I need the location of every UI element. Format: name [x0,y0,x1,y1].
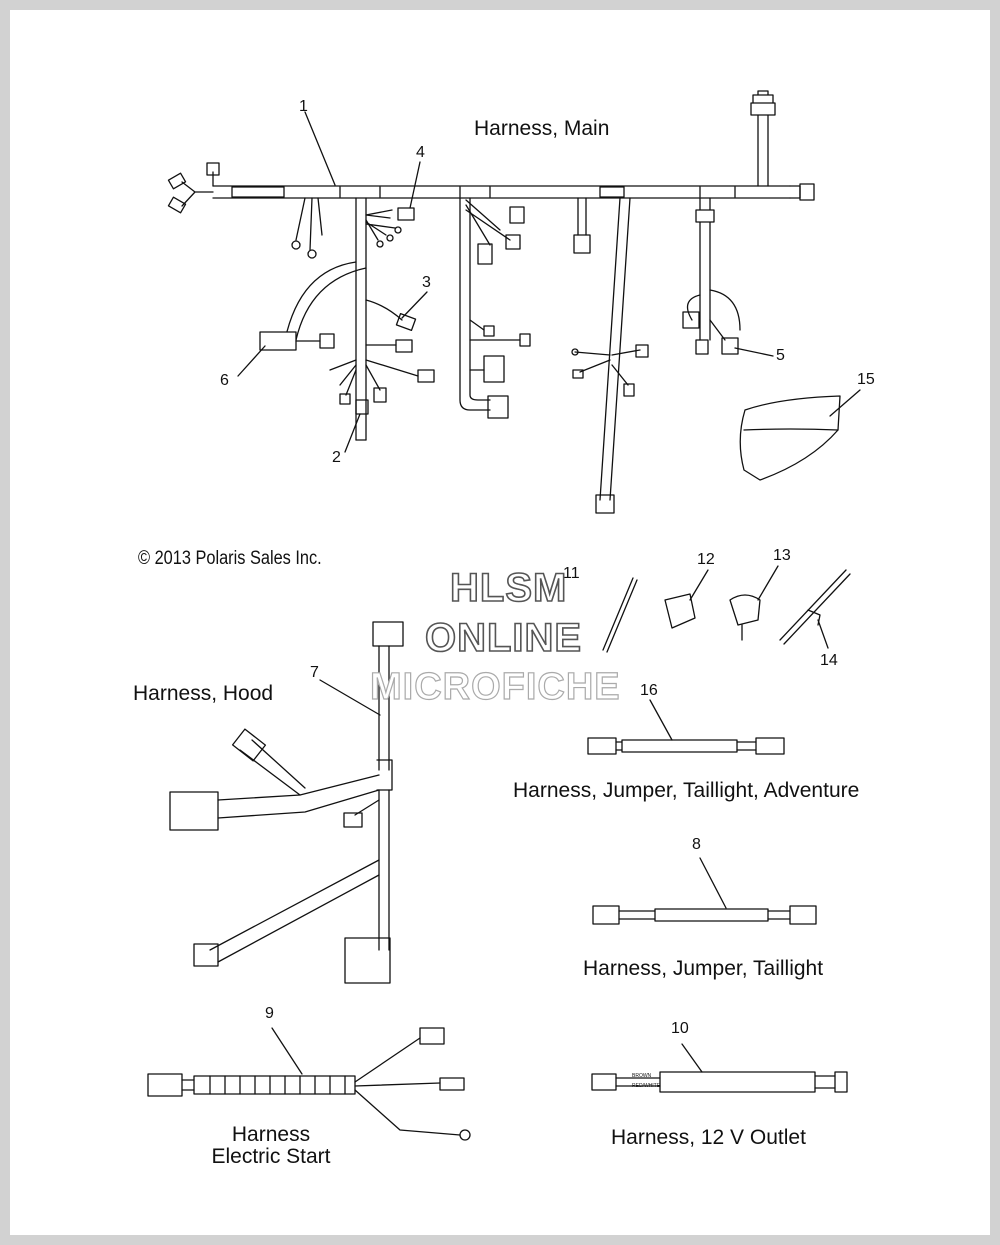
watermark-line-3: MICROFICHE [369,665,621,708]
callout-12: 12 [697,551,715,568]
leader-13 [758,566,778,600]
title-jumper-adventure: Harness, Jumper, Taillight, Adventure [513,779,860,802]
callout-11: 11 [563,565,580,582]
callout-8: 8 [692,836,701,853]
main-harness [168,91,814,513]
jumper-harness [593,906,816,924]
leader-9 [272,1028,302,1074]
callout-7: 7 [310,664,319,681]
part-15-cover [740,396,840,480]
callout-6: 6 [220,372,229,389]
leader-4 [410,162,420,208]
leader-5 [735,348,773,356]
callout-9: 9 [265,1005,274,1022]
callout-16: 16 [640,682,658,699]
leader-1 [305,112,335,185]
title-hood-harness: Harness, Hood [133,682,274,705]
leader-7 [320,680,380,715]
outlet-harness [592,1072,847,1092]
leader-6 [238,346,265,376]
leader-16 [650,700,672,740]
title-electric-start-1: Harness [231,1123,311,1146]
wire-label-brown: BROWN [632,1073,652,1079]
wire-label-red-white: RED/WHITE [632,1083,661,1089]
jumper-adventure-harness [588,738,784,754]
small-parts [603,570,850,652]
callout-3: 3 [422,274,431,291]
leader-3 [402,292,427,318]
leader-14 [818,620,828,648]
title-jumper: Harness, Jumper, Taillight [583,957,824,980]
leader-12 [690,570,708,600]
callout-4: 4 [416,144,425,161]
callout-1: 1 [299,98,308,115]
callout-15: 15 [857,371,875,388]
watermark-line-1: HLSM [449,565,568,611]
callout-10: 10 [671,1020,689,1037]
leader-2 [345,414,360,452]
leader-15 [830,390,860,416]
electric-start-harness [148,1028,470,1140]
leader-8 [700,858,726,908]
title-main-harness: Harness, Main [474,117,610,140]
watermark-line-2: ONLINE [424,615,583,661]
title-12v-outlet: Harness, 12 V Outlet [611,1126,806,1149]
hood-harness [170,622,403,983]
callout-2: 2 [332,449,341,466]
callout-14: 14 [820,652,838,669]
callout-13: 13 [773,547,791,564]
leader-10 [682,1044,702,1072]
copyright-text: © 2013 Polaris Sales Inc. [138,548,322,569]
callout-5: 5 [776,347,785,364]
diagram-sheet [10,10,990,1235]
title-electric-start-2: Electric Start [211,1145,331,1168]
